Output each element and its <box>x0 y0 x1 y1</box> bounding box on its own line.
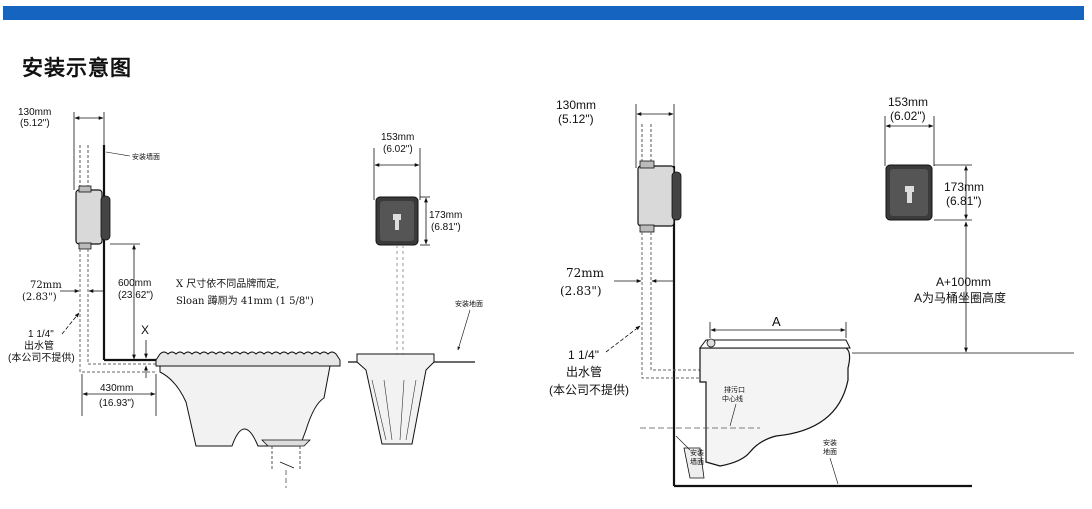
floor-label-line2: 地面 <box>823 447 837 456</box>
pipe-label: 出水管 <box>24 339 54 352</box>
dim-153-inch-label: (6.02") <box>890 109 926 123</box>
pipe-size-label: 1 1/4" <box>568 348 599 362</box>
dim-600-label: 600mm <box>118 278 151 289</box>
dim-173-label: 173mm <box>429 210 462 221</box>
seat-hinge <box>706 338 716 348</box>
dim-130-label: 130mm <box>556 98 596 112</box>
sensor-cover <box>671 171 682 221</box>
pipe-note: (本公司不提供) <box>8 351 75 364</box>
x-note-line1: X 尺寸依不同品牌而定, <box>176 277 279 290</box>
toilet-bracket <box>683 447 705 479</box>
pipe-note: (本公司不提供) <box>549 382 629 397</box>
squat-pan-front <box>356 353 435 445</box>
dim-153-inch-label: (6.02") <box>383 144 413 155</box>
dim-72-inch-label: (2.83") <box>560 284 602 298</box>
dim-600-inch-label: (23.62") <box>118 290 153 301</box>
dim-173-inch-label: (6.81") <box>431 222 461 233</box>
squat-toilet-diagram: 130mm (5.12") 安装墙面 600mm (23.62") X 72mm… <box>8 107 483 488</box>
wall-label-line2: 墙面 <box>690 457 704 466</box>
dim-72-label: 72mm <box>30 280 62 291</box>
wall-label-line1: 安装 <box>690 448 704 457</box>
drain-label-line2: 中心线 <box>722 394 743 403</box>
wall-leader <box>675 435 691 451</box>
drain-pipe <box>271 446 301 470</box>
sensor-button <box>395 220 399 230</box>
toilet-seat <box>699 339 851 349</box>
dim-72-label: 72mm <box>566 266 605 280</box>
flush-valve-body <box>75 189 103 245</box>
page-title: 安装示意图 <box>22 56 132 80</box>
leader-line <box>105 151 131 157</box>
toilet-bowl <box>699 347 851 467</box>
flush-valve-body <box>637 165 675 227</box>
dim-430-label: 430mm <box>100 383 133 394</box>
toilet-diagram: 130mm (5.12") 72mm (2.83") 1 1/4" 出水管 (本… <box>549 95 1074 488</box>
dim-153-label: 153mm <box>381 132 414 143</box>
sensor-button <box>907 192 912 203</box>
outlet-pipe <box>87 249 156 365</box>
outlet-pipe <box>650 232 700 371</box>
pipe-leader <box>61 312 80 335</box>
dim-72-inch-label: (2.83") <box>22 292 57 303</box>
sensor-cover <box>100 195 111 241</box>
dim-173-inch-label: (6.81") <box>946 194 982 208</box>
pipe-size-label: 1 1/4" <box>28 329 54 340</box>
drain-label-line1: 排污口 <box>724 385 745 394</box>
sensor-window <box>393 214 401 220</box>
x-note-line2: Sloan 蹲厕为 41mm (1 5/8") <box>176 294 314 307</box>
dim-130-label: 130mm <box>18 107 51 118</box>
dim-173-label: 173mm <box>944 180 984 194</box>
drain-flange <box>261 439 311 447</box>
pipe-label: 出水管 <box>566 364 602 379</box>
dim-153-label: 153mm <box>888 95 928 109</box>
valve-nut <box>639 160 655 169</box>
dim-430-inch-label: (16.93") <box>99 398 134 409</box>
drain-leader <box>729 403 737 427</box>
dim-130-inch-label: (5.12") <box>558 112 594 126</box>
a-label: A <box>772 314 781 329</box>
valve-nut <box>78 242 92 250</box>
valve-nut <box>78 185 92 193</box>
pipe-leader <box>605 325 641 353</box>
valve-nut <box>639 224 655 233</box>
drain-break <box>279 461 295 469</box>
sensor-window <box>905 186 914 192</box>
floor-leader <box>457 309 471 351</box>
x-label: X <box>141 323 149 337</box>
wall-label: 安装墙面 <box>132 152 160 161</box>
height-note: A为马桶坐圈高度 <box>914 290 1006 305</box>
floor-label: 安装地面 <box>455 299 483 308</box>
height-formula: A+100mm <box>936 275 991 289</box>
squat-pan-rim <box>155 351 341 367</box>
pan-front-detail <box>371 379 417 441</box>
floor-label-line1: 安装 <box>823 438 837 447</box>
header-bar <box>3 6 1084 20</box>
outlet-pipe <box>79 249 156 373</box>
floor-leader <box>829 457 839 485</box>
outlet-pipe <box>641 232 700 379</box>
dim-130-inch-label: (5.12") <box>20 118 50 129</box>
squat-pan-body <box>159 365 331 447</box>
